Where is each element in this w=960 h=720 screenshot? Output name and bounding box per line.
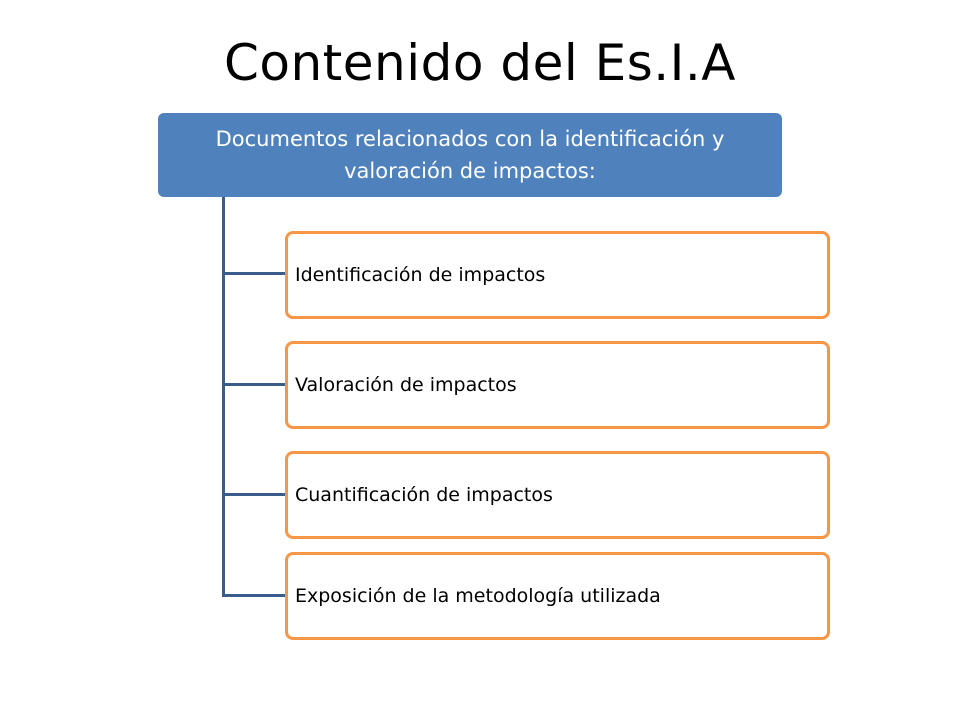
branch-line-1: [222, 272, 286, 275]
slide-title: Contenido del Es.I.A: [223, 34, 737, 92]
child-node-valoracion: Valoración de impactos: [285, 341, 830, 429]
root-node: Documentos relacionados con la identific…: [158, 113, 782, 197]
branch-line-2: [222, 383, 286, 386]
child-node-cuantificacion: Cuantificación de impactos: [285, 451, 830, 539]
child-node-label: Identificación de impactos: [295, 264, 546, 286]
branch-line-3: [222, 493, 286, 496]
child-node-label: Exposición de la metodología utilizada: [295, 585, 661, 607]
root-node-label: Documentos relacionados con la identific…: [215, 127, 725, 183]
child-node-identificacion: Identificación de impactos: [285, 231, 830, 319]
tree-trunk-line: [222, 197, 225, 596]
child-node-label: Valoración de impactos: [295, 374, 517, 396]
child-node-label: Cuantificación de impactos: [295, 484, 553, 506]
branch-line-4: [222, 594, 286, 597]
child-node-exposicion: Exposición de la metodología utilizada: [285, 552, 830, 640]
